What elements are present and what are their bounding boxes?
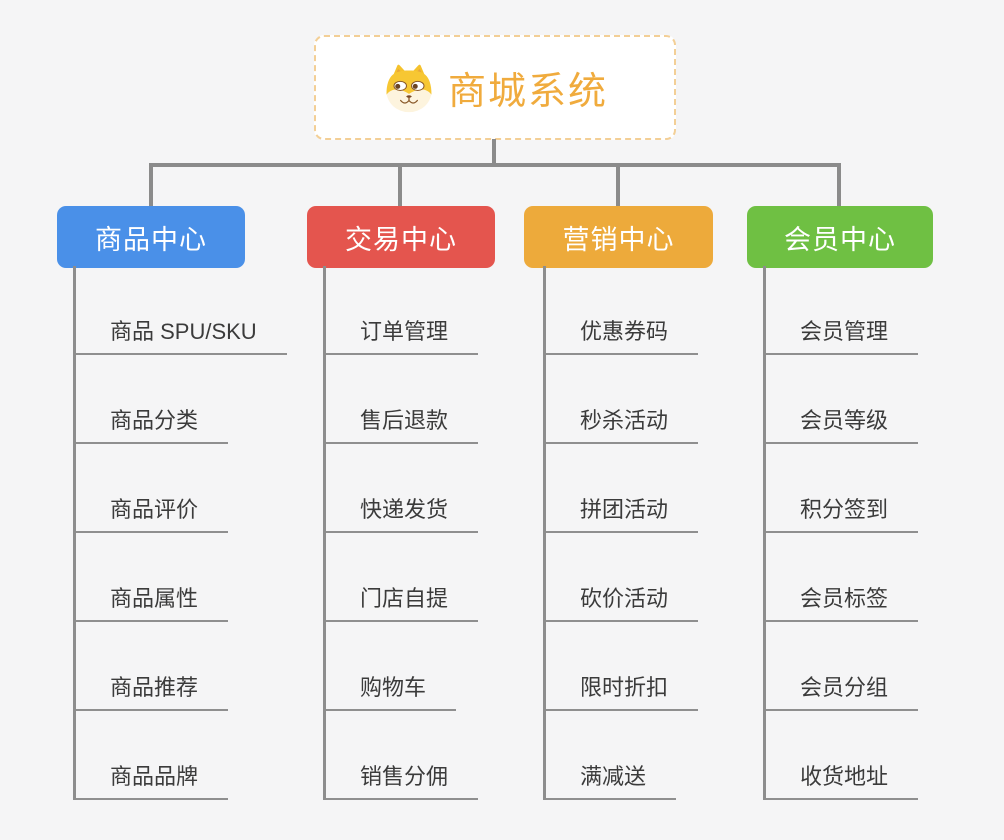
child-node[interactable]: 商品分类 <box>76 403 229 444</box>
dog-face-icon <box>386 64 432 112</box>
child-slot: 会员管理 <box>766 266 919 355</box>
child-column-marketing-center: 优惠券码 秒杀活动 拼团活动 砍价活动 限时折扣 满减送 <box>543 266 699 800</box>
child-node[interactable]: 商品 SPU/SKU <box>76 314 287 355</box>
child-slot: 购物车 <box>326 622 478 711</box>
child-node[interactable]: 快递发货 <box>326 492 479 533</box>
child-slot: 快递发货 <box>326 444 479 533</box>
branch-node-trade-center[interactable]: 交易中心 <box>307 206 495 268</box>
child-node[interactable]: 拼团活动 <box>546 492 699 533</box>
connector-horizontal-line <box>149 163 841 167</box>
child-slot: 商品分类 <box>76 355 287 444</box>
child-node[interactable]: 购物车 <box>326 670 457 711</box>
child-column-trade-center: 订单管理 售后退款 快递发货 门店自提 购物车 销售分佣 <box>323 266 479 800</box>
child-node[interactable]: 商品属性 <box>76 581 229 622</box>
child-node[interactable]: 会员分组 <box>766 670 919 711</box>
child-slot: 销售分佣 <box>326 711 479 800</box>
branch-node-label: 会员中心 <box>784 224 896 255</box>
branch-node-label: 营销中心 <box>562 224 675 255</box>
connector-branch-stub-1 <box>149 163 153 208</box>
child-slot: 门店自提 <box>326 533 479 622</box>
child-node[interactable]: 商品品牌 <box>76 759 229 800</box>
branch-node-member-center[interactable]: 会员中心 <box>747 206 933 268</box>
connector-branch-stub-2 <box>398 163 402 208</box>
branch-node-product-center[interactable]: 商品中心 <box>57 206 245 268</box>
child-slot: 商品品牌 <box>76 711 287 800</box>
root-node-label: 商城系统 <box>447 71 608 113</box>
connector-branch-stub-3 <box>616 163 620 208</box>
branch-node-label: 商品中心 <box>95 224 207 255</box>
child-node[interactable]: 积分签到 <box>766 492 919 533</box>
child-node[interactable]: 会员标签 <box>766 581 919 622</box>
child-node[interactable]: 收货地址 <box>766 759 919 800</box>
connector-root-stub <box>492 139 496 165</box>
child-slot: 优惠券码 <box>546 266 699 355</box>
child-slot: 会员分组 <box>766 622 919 711</box>
branch-node-marketing-center[interactable]: 营销中心 <box>524 206 713 268</box>
child-node[interactable]: 会员管理 <box>766 314 919 355</box>
child-node[interactable]: 订单管理 <box>326 314 479 355</box>
child-slot: 会员等级 <box>766 355 919 444</box>
child-slot: 商品 SPU/SKU <box>76 266 287 355</box>
child-node[interactable]: 售后退款 <box>326 403 479 444</box>
child-slot: 满减送 <box>546 711 698 800</box>
connector-branch-stub-4 <box>837 163 841 208</box>
branch-node-label: 交易中心 <box>345 224 457 255</box>
child-slot: 售后退款 <box>326 355 479 444</box>
child-node[interactable]: 秒杀活动 <box>546 403 699 444</box>
child-node[interactable]: 销售分佣 <box>326 759 479 800</box>
child-slot: 会员标签 <box>766 533 919 622</box>
child-node[interactable]: 门店自提 <box>326 581 479 622</box>
child-node[interactable]: 优惠券码 <box>546 314 699 355</box>
child-node[interactable]: 限时折扣 <box>546 670 699 711</box>
child-slot: 积分签到 <box>766 444 919 533</box>
child-node[interactable]: 砍价活动 <box>546 581 699 622</box>
root-node[interactable]: 商城系统 <box>314 35 676 140</box>
child-slot: 收货地址 <box>766 711 919 800</box>
child-column-product-center: 商品 SPU/SKU 商品分类 商品评价 商品属性 商品推荐 商品品牌 <box>73 266 287 800</box>
child-column-member-center: 会员管理 会员等级 积分签到 会员标签 会员分组 收货地址 <box>763 266 919 800</box>
child-slot: 拼团活动 <box>546 444 699 533</box>
child-slot: 商品评价 <box>76 444 287 533</box>
child-node[interactable]: 满减送 <box>546 759 677 800</box>
child-node[interactable]: 会员等级 <box>766 403 919 444</box>
child-slot: 商品属性 <box>76 533 287 622</box>
child-slot: 砍价活动 <box>546 533 699 622</box>
child-slot: 订单管理 <box>326 266 479 355</box>
child-slot: 秒杀活动 <box>546 355 699 444</box>
child-slot: 商品推荐 <box>76 622 287 711</box>
child-node[interactable]: 商品评价 <box>76 492 229 533</box>
child-node[interactable]: 商品推荐 <box>76 670 229 711</box>
child-slot: 限时折扣 <box>546 622 699 711</box>
